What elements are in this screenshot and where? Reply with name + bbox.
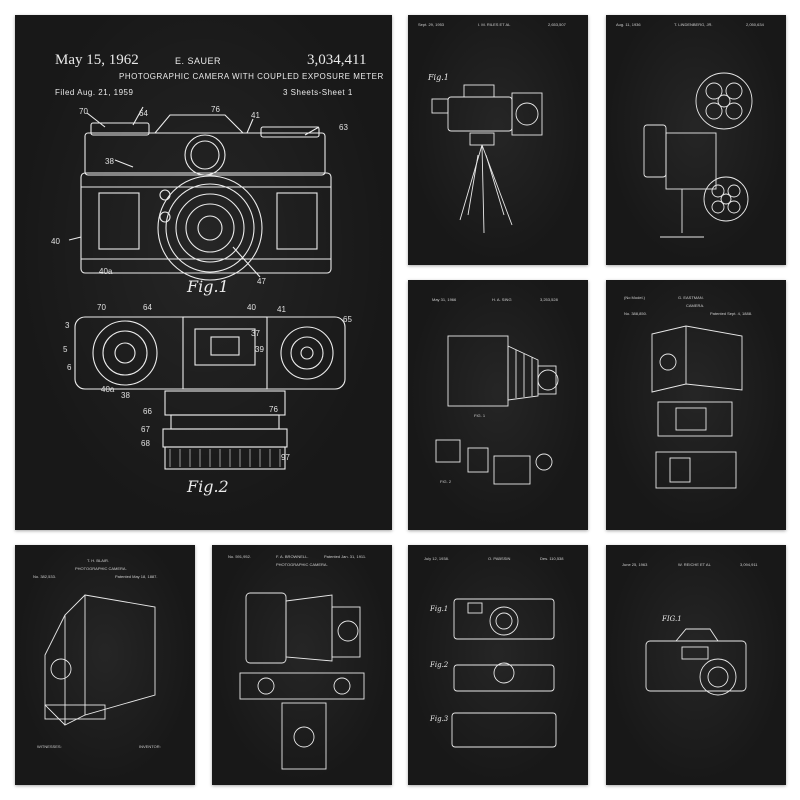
patent-subtitle: CAMERA. <box>686 303 705 308</box>
patent-number: 2,653,507 <box>548 22 566 27</box>
patent-poster-folding-camera[interactable]: No. 591,952. F. A. BROWNELL. Patented Ja… <box>212 545 392 785</box>
figure-2-label: Fig.2 <box>430 661 449 669</box>
ref-number: 38 <box>105 157 114 166</box>
patent-granted: Patented Jan. 31, 1911. <box>324 554 367 559</box>
patent-poster-box-camera[interactable]: (No Model.) G. EASTMAN. CAMERA. No. 388,… <box>606 280 786 530</box>
patent-poster-bellows-camera[interactable]: May 31, 1966 H. A. SING 3,253,528 FIG. 1… <box>408 280 588 530</box>
ref-number: 65 <box>343 315 352 324</box>
figure-1-label: Fig.1 <box>187 277 229 296</box>
ref-number: 66 <box>143 407 152 416</box>
patent-date: Sept. 29, 1953 <box>418 22 445 27</box>
patent-poster-rangefinder-camera[interactable]: July 12, 1938. O. PABSSIN Des. 110,538 F… <box>408 545 588 785</box>
patent-date: May 31, 1966 <box>432 297 457 302</box>
ref-number: 64 <box>143 303 152 312</box>
ref-number: 39 <box>255 345 264 354</box>
patent-poster-tripod-camera[interactable]: Sept. 29, 1953 I. M. RILES ET AL 2,653,5… <box>408 15 588 265</box>
ref-number: 70 <box>97 303 106 312</box>
patent-number: Des. 110,538 <box>540 556 564 561</box>
ref-number: 41 <box>277 305 286 314</box>
ref-number: 68 <box>141 439 150 448</box>
patent-number: No. 388,850. <box>624 311 647 316</box>
figure-2-label: Fig.2 <box>187 477 229 496</box>
ref-number: 70 <box>79 107 88 116</box>
patent-granted: Patented May 18, 1887. <box>115 574 158 579</box>
witnesses-label: WITNESSES: <box>37 744 62 749</box>
patent-number: 3,094,911 <box>740 562 758 567</box>
patent-inventor: G. EASTMAN. <box>678 295 704 300</box>
ref-number: 67 <box>141 425 150 434</box>
ref-number: 41 <box>251 111 260 120</box>
figure-1-label: Fig.1 <box>430 605 449 613</box>
patent-poster-blair-camera[interactable]: T. H. BLAIR. PHOTOGRAPHIC CAMERA. No. 38… <box>15 545 195 785</box>
camera-patent-drawing <box>68 106 346 470</box>
box-camera-drawing <box>651 325 743 489</box>
patent-poster-projector[interactable]: Aug. 11, 1936 T. LINDENBERG, JR. 2,050,6… <box>606 15 786 265</box>
patent-date: June 25, 1963 <box>622 562 648 567</box>
ref-number: 3 <box>65 321 70 330</box>
ref-number: 76 <box>269 405 278 414</box>
ref-number: 40 <box>247 303 256 312</box>
patent-inventor: T. H. BLAIR. <box>87 558 110 563</box>
rangefinder-camera-drawing <box>451 598 557 748</box>
patent-date: July 12, 1938. <box>424 556 449 561</box>
ref-number: 40a <box>99 267 113 276</box>
patent-filed: Filed Aug. 21, 1959 <box>55 88 134 97</box>
patent-number: 3,253,528 <box>540 297 558 302</box>
ref-number: 76 <box>211 105 220 114</box>
figure-2-label: FIG. 2 <box>440 479 452 484</box>
patent-number-left: No. 591,952. <box>228 554 251 559</box>
patent-subtitle: PHOTOGRAPHIC CAMERA. <box>75 566 127 571</box>
patent-inventor: O. PABSSIN <box>488 556 511 561</box>
inventor-label: INVENTOR: <box>139 744 161 749</box>
ref-number: 47 <box>257 277 266 286</box>
patent-number: No. 382,533. <box>33 574 56 579</box>
ref-number: 40 <box>51 237 60 246</box>
projector-drawing <box>643 72 753 238</box>
patent-date: May 15, 1962 <box>55 52 139 68</box>
patent-poster-slr-camera[interactable]: June 25, 1963 W. REICHE ET AL 3,094,911 … <box>606 545 786 785</box>
figure-label: FIG.1 <box>662 615 682 623</box>
patent-inventor: H. A. SING <box>492 297 512 302</box>
ref-number: 6 <box>67 363 72 372</box>
patent-inventor: F. A. BROWNELL. <box>276 554 309 559</box>
patent-inventor: I. M. RILES ET AL <box>478 22 511 27</box>
patent-date: Aug. 11, 1936 <box>616 22 641 27</box>
patent-date: (No Model.) <box>624 295 645 300</box>
ref-number: 37 <box>251 329 260 338</box>
ref-number: 64 <box>139 109 148 118</box>
patent-number: 3,034,411 <box>307 52 367 68</box>
patent-title: PHOTOGRAPHIC CAMERA WITH COUPLED EXPOSUR… <box>119 72 384 81</box>
slr-camera-drawing <box>645 628 747 696</box>
figure-3-label: Fig.3 <box>430 715 449 723</box>
tripod-camera-drawing <box>431 84 543 234</box>
ref-number: 5 <box>63 345 68 354</box>
patent-inventor: T. LINDENBERG, JR. <box>674 22 713 27</box>
patent-granted: Patented Sept. 4, 1888. <box>710 311 753 316</box>
patent-number: 2,050,634 <box>746 22 764 27</box>
patent-inventor: E. SAUER <box>175 56 222 66</box>
ref-number: 97 <box>281 453 290 462</box>
ref-number: 40a <box>101 385 115 394</box>
blair-camera-drawing <box>44 594 156 726</box>
patent-inventor: W. REICHE ET AL <box>678 562 711 567</box>
bellows-camera-drawing <box>435 335 559 485</box>
figure-label: Fig.1 <box>428 73 449 82</box>
patent-sheets: 3 Sheets-Sheet 1 <box>283 88 353 97</box>
patent-subtitle: PHOTOGRAPHIC CAMERA. <box>276 562 328 567</box>
folding-camera-drawing <box>239 592 365 770</box>
ref-number: 63 <box>339 123 348 132</box>
figure-1-label: FIG. 1 <box>474 413 486 418</box>
main-patent-poster[interactable]: May 15, 1962 E. SAUER 3,034,411 PHOTOGRA… <box>15 15 392 530</box>
ref-number: 38 <box>121 391 130 400</box>
